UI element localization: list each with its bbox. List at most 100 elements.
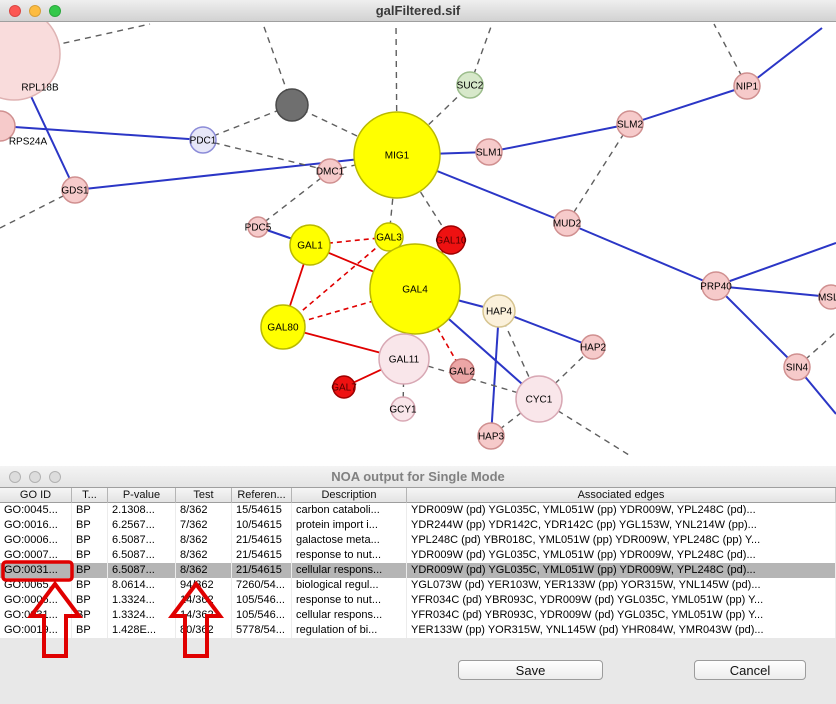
- table-cell: BP: [72, 548, 108, 563]
- node-mud2[interactable]: MUD2: [553, 209, 582, 237]
- node-slm2[interactable]: SLM2: [616, 110, 644, 138]
- close-button[interactable]: [9, 471, 21, 483]
- column-header-6[interactable]: Associated edges: [407, 488, 836, 503]
- table-cell: GO:0031...: [0, 563, 72, 578]
- node-unlabeled[interactable]: [275, 88, 309, 122]
- column-header-2[interactable]: P-value: [108, 488, 176, 503]
- node-rps24a[interactable]: RPS24A: [0, 110, 48, 148]
- node-dmc1[interactable]: DMC1: [316, 158, 345, 184]
- column-header-5[interactable]: Description: [292, 488, 407, 503]
- node-gal4[interactable]: GAL4: [369, 243, 461, 335]
- node-slm1[interactable]: SLM1: [475, 138, 503, 166]
- network-edge: [0, 189, 76, 229]
- column-header-0[interactable]: GO ID: [0, 488, 72, 503]
- table-cell: BP: [72, 533, 108, 548]
- node-label: SLM2: [617, 120, 644, 131]
- column-header-4[interactable]: Referen...: [232, 488, 292, 503]
- table-cell: cellular respons...: [292, 608, 407, 623]
- node-label: RPS24A: [9, 137, 48, 148]
- minimize-button[interactable]: [29, 5, 41, 17]
- node-msl1[interactable]: MSL1: [818, 284, 836, 310]
- node-pdc1[interactable]: PDC1: [189, 126, 217, 154]
- node-hap4[interactable]: HAP4: [482, 294, 516, 328]
- network-edge: [488, 123, 631, 153]
- network-edge: [414, 288, 463, 372]
- node-hap3[interactable]: HAP3: [477, 422, 505, 450]
- node-label: HAP3: [478, 432, 505, 443]
- node-label: GAL80: [267, 323, 299, 334]
- node-label: SUC2: [457, 81, 484, 92]
- network-edge: [566, 123, 631, 224]
- table-cell: 14/362: [176, 608, 232, 623]
- table-cell: 5778/54...: [232, 623, 292, 638]
- node-gal2[interactable]: GAL2: [449, 358, 475, 384]
- node-pdc5[interactable]: PDC5: [245, 216, 272, 238]
- node-label: GAL2: [449, 367, 475, 378]
- table-cell: GO:0019...: [0, 623, 72, 638]
- noa-window-titlebar[interactable]: NOA output for Single Mode: [0, 466, 836, 488]
- node-label: RPL18B: [21, 83, 59, 94]
- node-gal10[interactable]: GAL10: [435, 225, 467, 255]
- node-gal80[interactable]: GAL80: [260, 304, 306, 350]
- table-cell: 105/546...: [232, 593, 292, 608]
- node-label: GAL7: [331, 383, 357, 394]
- network-edge: [715, 242, 836, 287]
- node-gcy1[interactable]: GCY1: [389, 396, 417, 422]
- node-mig1[interactable]: MIG1: [353, 111, 441, 199]
- table-cell: 2.1308...: [108, 503, 176, 518]
- table-cell: 1.3324...: [108, 593, 176, 608]
- table-cell: YGL073W (pd) YER103W, YER133W (pp) YOR31…: [407, 578, 836, 593]
- close-button[interactable]: [9, 5, 21, 17]
- table-cell: cellular respons...: [292, 563, 407, 578]
- table-cell: GO:0006...: [0, 593, 72, 608]
- node-suc2[interactable]: SUC2: [456, 71, 484, 99]
- node-label: GAL11: [389, 355, 420, 366]
- node-gds1[interactable]: GDS1: [61, 176, 89, 204]
- node-label: MUD2: [553, 219, 582, 230]
- table-cell: GO:0007...: [0, 548, 72, 563]
- table-cell: BP: [72, 503, 108, 518]
- node-gal11[interactable]: GAL11: [378, 333, 430, 385]
- node-label: NIP1: [736, 82, 759, 93]
- node-hap2[interactable]: HAP2: [580, 334, 607, 360]
- node-sin4[interactable]: SIN4: [783, 353, 811, 381]
- table-cell: 7/362: [176, 518, 232, 533]
- zoom-button[interactable]: [49, 5, 61, 17]
- node-nip1[interactable]: NIP1: [733, 72, 761, 100]
- table-cell: response to nut...: [292, 548, 407, 563]
- network-window-title: galFiltered.sif: [375, 3, 461, 18]
- node-prp40[interactable]: PRP40: [700, 271, 732, 301]
- node-rpl18b[interactable]: RPL18B: [0, 22, 61, 101]
- minimize-button[interactable]: [29, 471, 41, 483]
- column-header-1[interactable]: T...: [72, 488, 108, 503]
- node-gal1[interactable]: GAL1: [289, 224, 331, 266]
- cancel-button[interactable]: Cancel: [694, 660, 806, 680]
- table-cell: 8/362: [176, 533, 232, 548]
- node-cyc1[interactable]: CYC1: [515, 375, 563, 423]
- network-edge: [0, 125, 204, 141]
- zoom-button[interactable]: [49, 471, 61, 483]
- node-gal3[interactable]: GAL3: [374, 222, 404, 252]
- network-window-titlebar[interactable]: galFiltered.sif: [0, 0, 836, 22]
- table-cell: 14/362: [176, 593, 232, 608]
- table-cell: YFR034C (pd) YBR093C, YDR009W (pd) YGL03…: [407, 608, 836, 623]
- node-gal7[interactable]: GAL7: [331, 375, 357, 399]
- table-cell: 1.428E...: [108, 623, 176, 638]
- save-button[interactable]: Save: [458, 660, 603, 680]
- table-cell: YDR009W (pd) YGL035C, YML051W (pp) YDR00…: [407, 548, 836, 563]
- column-header-3[interactable]: Test: [176, 488, 232, 503]
- node-label: GDS1: [61, 186, 89, 197]
- table-cell: YER133W (pp) YOR315W, YNL145W (pd) YHR08…: [407, 623, 836, 638]
